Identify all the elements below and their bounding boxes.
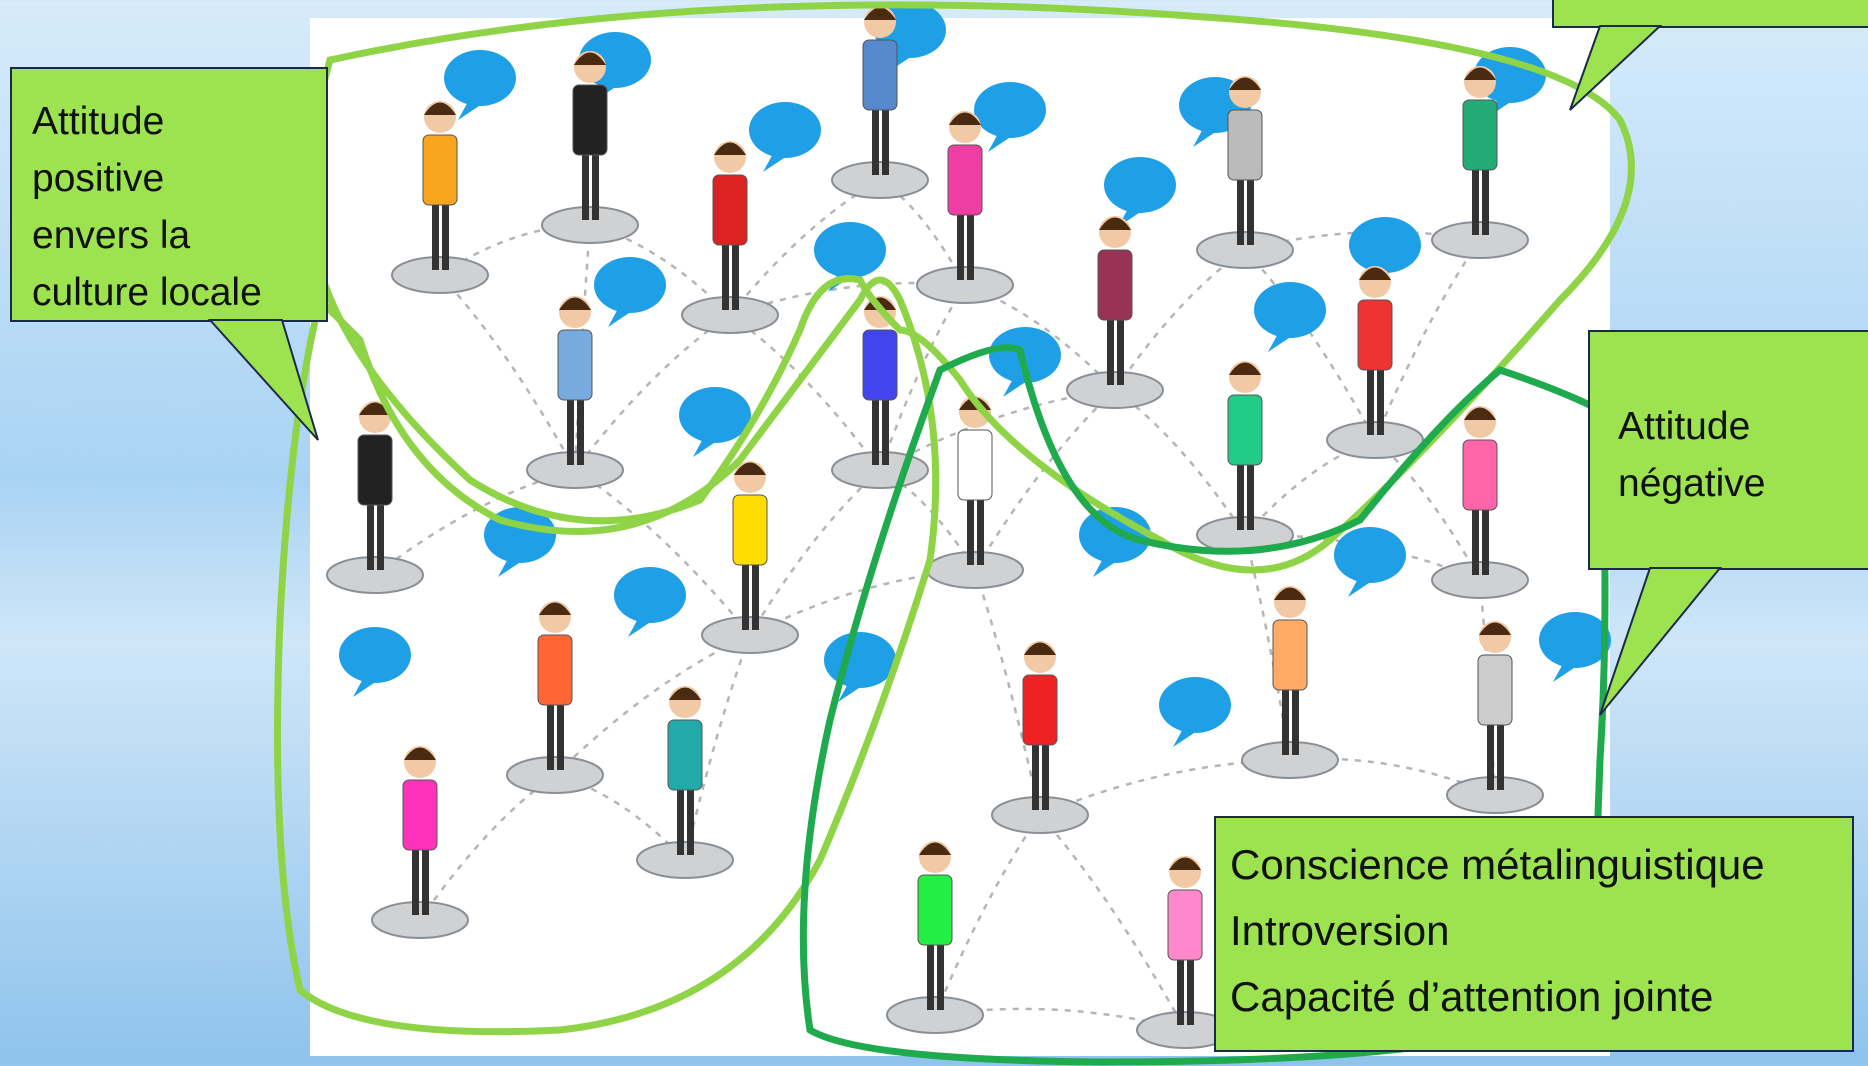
person-figure (391, 101, 489, 294)
speech-bubble (679, 387, 751, 457)
person-figure (371, 746, 469, 939)
person-figure (1136, 856, 1234, 1049)
network-link (439, 274, 577, 471)
person-figure (326, 401, 424, 594)
callout-line: Capacité d’attention jointe (1230, 973, 1714, 1020)
callout-traits: Conscience métalinguistique Introversion… (1214, 816, 1854, 1052)
person-figure (926, 396, 1024, 589)
person-figure (1196, 361, 1294, 554)
speech-bubble (974, 82, 1046, 152)
person-figure (1446, 621, 1544, 814)
person-figure (681, 141, 779, 334)
person-figure (991, 641, 1089, 834)
callout-line: neutre (1554, 0, 1868, 4)
network-link (748, 469, 881, 636)
callout-line: positive (32, 157, 165, 200)
person-figure (1241, 586, 1339, 779)
person-figure (526, 296, 624, 489)
person-figure (886, 841, 984, 1034)
speech-bubble (444, 50, 516, 120)
speech-bubble (1334, 527, 1406, 597)
person-figure (831, 6, 929, 199)
person-figure (1431, 66, 1529, 259)
person-figure (916, 111, 1014, 304)
speech-bubble (1159, 677, 1231, 747)
network-link (573, 224, 592, 471)
person-figure (1326, 266, 1424, 459)
speech-bubble (1254, 282, 1326, 352)
people-figures (326, 6, 1544, 1049)
network-link (973, 569, 1042, 816)
speech-bubble (989, 327, 1061, 397)
callout-line: Attitude (32, 100, 165, 143)
speech-bubble (1539, 612, 1611, 682)
callout-line: Attitude (1618, 405, 1751, 448)
network-link (418, 773, 556, 921)
person-figure (1196, 76, 1294, 269)
network-link (729, 313, 882, 471)
group-outline-right (799, 344, 1609, 1066)
person-figure (1431, 406, 1529, 599)
person-figure (541, 51, 639, 244)
callout-line: envers la (32, 214, 191, 257)
callout-line: Introversion (1230, 907, 1450, 954)
person-figure (636, 686, 734, 879)
callout-neutral-attitude: neutre (1552, 0, 1868, 28)
callout-line: Conscience métalinguistique (1230, 841, 1765, 888)
speech-bubble (1079, 507, 1151, 577)
callout-line: culture locale (32, 271, 262, 314)
group-outline-left (274, 276, 940, 1036)
callout-positive-attitude: Attitude positive envers la culture loca… (10, 67, 328, 322)
person-figure (1066, 216, 1164, 409)
network-link (729, 178, 881, 316)
network-link (1039, 814, 1187, 1031)
speech-bubble (749, 102, 821, 172)
speech-bubble (614, 567, 686, 637)
speech-bubble (594, 257, 666, 327)
group-outline-top (308, 1, 1635, 574)
person-figure (506, 601, 604, 794)
callout-negative-attitude: Attitude négative (1588, 330, 1868, 570)
callout-line: négative (1618, 462, 1766, 505)
person-figure (701, 461, 799, 654)
speech-bubble (339, 627, 411, 697)
network-link (878, 284, 967, 471)
